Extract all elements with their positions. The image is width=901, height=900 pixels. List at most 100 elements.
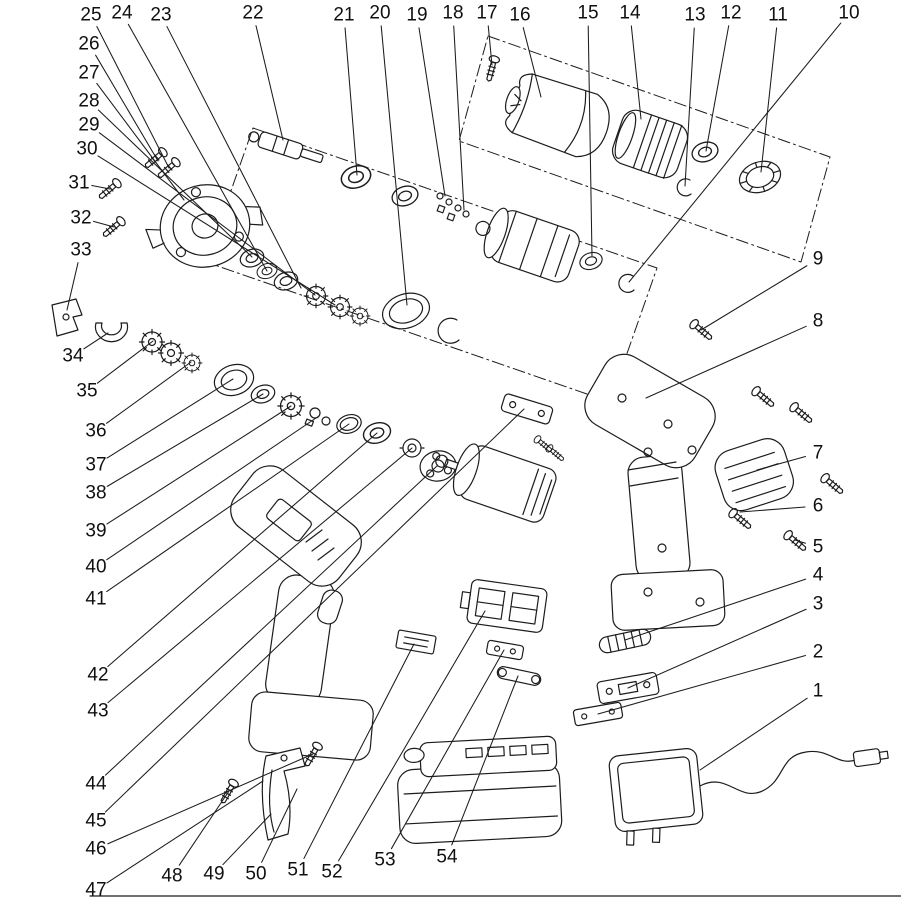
leader-line-16 <box>522 27 542 98</box>
leader-line-14 <box>630 25 642 120</box>
chuck-sleeve-drawing <box>611 109 689 179</box>
leader-line-53 <box>390 649 505 850</box>
leader-line-2 <box>597 655 807 715</box>
leader-line-7 <box>756 455 807 471</box>
motor-drawing <box>435 443 557 523</box>
gear-case-drawing <box>145 184 264 268</box>
part-label-3: 3 <box>813 594 824 615</box>
bit-holder-plate-drawing <box>500 393 554 425</box>
clutch-cup-drawing <box>94 322 129 343</box>
chuck-drawing <box>504 73 610 158</box>
part-label-53: 53 <box>374 850 395 871</box>
motor-housing-half-drawing <box>584 353 726 631</box>
part-label-15: 15 <box>577 3 598 24</box>
leader-line-27 <box>96 82 185 201</box>
part-label-28: 28 <box>78 91 99 112</box>
leader-line-24 <box>127 23 268 272</box>
leader-line-38 <box>106 393 264 487</box>
part-label-42: 42 <box>87 665 108 686</box>
part-label-20: 20 <box>369 3 390 24</box>
housing-screw-drawing <box>818 471 847 498</box>
part-label-2: 2 <box>813 642 824 663</box>
part-label-29: 29 <box>78 115 99 136</box>
retaining-ring-drawing <box>688 138 722 166</box>
e-clip-drawing <box>618 273 635 293</box>
part-label-54: 54 <box>436 847 458 868</box>
leader-line-34 <box>83 332 109 350</box>
washer-drawing <box>388 182 422 210</box>
part-label-11: 11 <box>768 5 788 26</box>
part-label-31: 31 <box>68 173 89 194</box>
leader-line-30 <box>97 155 336 306</box>
leader-line-23 <box>166 26 302 289</box>
part-label-41: 41 <box>85 589 106 610</box>
housing-screw-drawing <box>749 384 778 411</box>
terminal-block-drawing <box>485 639 525 661</box>
part-label-32: 32 <box>70 208 91 229</box>
lock-plate-hole <box>62 313 70 321</box>
part-label-27: 27 <box>78 63 99 84</box>
leader-line-31 <box>91 184 111 190</box>
charger-cord <box>699 750 857 794</box>
clutch-washer-drawing <box>237 245 267 271</box>
part-label-37: 37 <box>85 455 106 476</box>
leader-line-47 <box>106 780 264 884</box>
leader-line-12 <box>705 25 730 152</box>
leader-line-22 <box>255 25 284 141</box>
part-label-44: 44 <box>85 774 107 795</box>
leader-line-37 <box>106 378 234 459</box>
part-label-13: 13 <box>684 5 705 26</box>
part-label-14: 14 <box>619 3 641 24</box>
leader-line-26 <box>95 54 159 162</box>
internal-ring-gear-drawing <box>381 292 431 330</box>
belt-clip-drawing <box>261 747 306 841</box>
part-label-46: 46 <box>85 839 106 860</box>
pin-set-drawing <box>304 407 331 427</box>
charger-drawing <box>608 747 889 846</box>
part-label-52: 52 <box>321 862 342 883</box>
leader-line-44 <box>104 465 438 776</box>
leader-line-25 <box>96 26 170 169</box>
part-label-10: 10 <box>838 3 859 24</box>
leader-line-29 <box>98 132 316 296</box>
part-label-30: 30 <box>76 139 97 160</box>
forward-reverse-button-drawing <box>496 666 542 686</box>
part-label-47: 47 <box>85 880 106 900</box>
leader-line-3 <box>627 608 807 689</box>
part-label-4: 4 <box>813 565 824 586</box>
leader-line-51 <box>303 643 415 859</box>
part-label-6: 6 <box>813 496 824 517</box>
part-label-45: 45 <box>85 811 106 832</box>
leader-line-32 <box>93 220 115 228</box>
steel-ball-set-drawing <box>436 192 470 222</box>
labels-layer: 1234567891011121314151617181920212223242… <box>62 3 859 900</box>
part-label-24: 24 <box>111 3 133 24</box>
gearbox-assembly-drawing <box>475 207 580 283</box>
part-label-12: 12 <box>720 3 741 24</box>
label-plate-drawing <box>395 629 437 655</box>
part-label-25: 25 <box>80 5 101 26</box>
part-label-33: 33 <box>70 240 91 261</box>
leader-line-41 <box>106 423 350 593</box>
leader-line-20 <box>380 25 408 306</box>
part-label-16: 16 <box>509 5 530 26</box>
pinion-gear-drawing <box>181 352 203 374</box>
leader-line-17 <box>487 25 493 66</box>
slide-plate-drawing <box>598 628 652 654</box>
drill-body-drawing <box>230 465 374 761</box>
part-label-36: 36 <box>85 421 106 442</box>
charger-plug-drawing <box>852 748 889 768</box>
part-label-19: 19 <box>406 5 427 26</box>
leader-line-33 <box>66 262 79 311</box>
thrust-washer-drawing <box>577 249 605 273</box>
part-label-22: 22 <box>242 3 263 24</box>
spindle-shaft-drawing <box>248 131 324 164</box>
battery-pack-drawing <box>397 735 563 845</box>
part-label-39: 39 <box>85 521 106 542</box>
leader-line-45 <box>104 408 525 813</box>
part-label-5: 5 <box>813 537 824 558</box>
leader-line-39 <box>106 405 292 525</box>
spacer-ring-drawing <box>213 363 255 397</box>
small-screw-drawing <box>544 442 567 464</box>
